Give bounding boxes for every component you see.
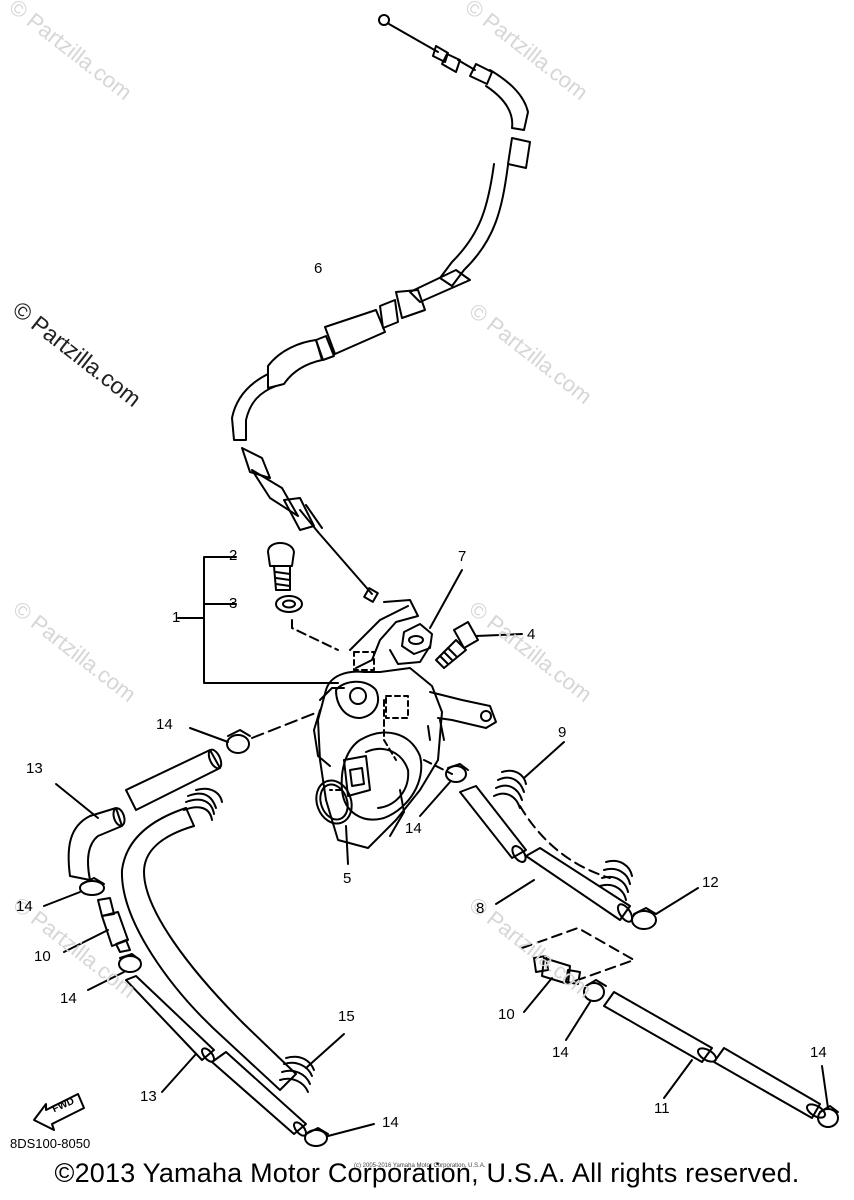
callout-14: 14 xyxy=(156,716,173,733)
callout-14: 14 xyxy=(810,1044,827,1061)
leader-13-a xyxy=(55,783,99,819)
leader-10-b xyxy=(523,977,553,1013)
leader-5 xyxy=(345,825,349,865)
fitting-10-right xyxy=(533,955,581,985)
callout-15: 15 xyxy=(338,1008,355,1025)
cable-part-6 xyxy=(231,14,531,603)
callout-14: 14 xyxy=(405,820,422,837)
dash-washer-to-body xyxy=(291,619,339,651)
fwd-arrow-icon xyxy=(33,1093,85,1131)
o-ring-part-5 xyxy=(315,779,353,825)
hose-11 xyxy=(603,991,827,1119)
copyright-notice: ©2013 Yamaha Motor Corporation, U.S.A. A… xyxy=(54,1158,800,1188)
hose-13-lower xyxy=(125,975,307,1137)
oil-pump-part-1 xyxy=(313,599,497,849)
clamp-bottom-middle xyxy=(304,1127,329,1147)
fitting-10-left xyxy=(97,897,131,953)
leader-14-f xyxy=(565,1001,591,1041)
leader-10-a xyxy=(63,929,109,953)
callout-14: 14 xyxy=(60,990,77,1007)
callout-6: 6 xyxy=(314,260,323,277)
callout-4: 4 xyxy=(527,626,536,643)
clamp-right-top xyxy=(445,763,469,783)
callout-12: 12 xyxy=(702,874,719,891)
leader-bracket-1-2-3 xyxy=(177,556,339,684)
leader-9 xyxy=(523,741,565,779)
leader-14-c xyxy=(87,971,125,991)
clamp-left-low xyxy=(118,953,142,973)
clamp-left-mid xyxy=(79,877,105,896)
hose-upper-left xyxy=(125,748,223,811)
leader-14-b xyxy=(43,891,81,907)
hose-8 xyxy=(459,785,634,923)
callout-7: 7 xyxy=(458,548,467,565)
leader-11 xyxy=(663,1059,693,1099)
clamp-right-mid xyxy=(631,907,657,930)
callout-14: 14 xyxy=(382,1114,399,1131)
leader-8 xyxy=(495,879,535,905)
callout-2: 2 xyxy=(229,547,238,564)
dash-clamp-to-pump xyxy=(251,711,319,739)
washer-part-3 xyxy=(275,595,303,613)
callout-13: 13 xyxy=(26,760,43,777)
clamp-right-low xyxy=(583,979,607,1002)
diagram-code: 8DS100-8050 xyxy=(10,1136,91,1151)
tiny-copyright: (c) 2005-2016 Yamaha Motor Corporation, … xyxy=(354,1163,486,1169)
callout-13: 13 xyxy=(140,1088,157,1105)
callout-10: 10 xyxy=(498,1006,515,1023)
leader-15 xyxy=(305,1033,345,1069)
dash-pump-to-clamp-right xyxy=(423,759,453,775)
leader-13-b xyxy=(161,1053,197,1093)
callout-8: 8 xyxy=(476,900,485,917)
leader-14-e xyxy=(419,781,451,817)
callout-14: 14 xyxy=(552,1044,569,1061)
hose-13-upper xyxy=(67,807,126,881)
leader-14-g xyxy=(821,1065,829,1109)
callout-14: 14 xyxy=(16,898,33,915)
leader-4 xyxy=(475,633,523,637)
hose-9-spring xyxy=(493,769,633,901)
callout-11: 11 xyxy=(654,1100,670,1117)
clamp-left-top xyxy=(226,729,251,754)
bolt-part-4 xyxy=(435,621,479,669)
callout-5: 5 xyxy=(343,870,352,887)
callout-9: 9 xyxy=(558,724,567,741)
callout-10: 10 xyxy=(34,948,51,965)
nut-part-7 xyxy=(401,623,433,655)
callout-1: 1 xyxy=(172,609,181,626)
hose-15-long xyxy=(120,787,315,1093)
leader-14-d xyxy=(327,1123,375,1137)
leader-7 xyxy=(429,569,463,629)
bolt-part-2 xyxy=(267,542,295,591)
callout-3: 3 xyxy=(229,595,238,612)
leader-12 xyxy=(655,887,699,915)
leader-14-a xyxy=(189,727,229,743)
